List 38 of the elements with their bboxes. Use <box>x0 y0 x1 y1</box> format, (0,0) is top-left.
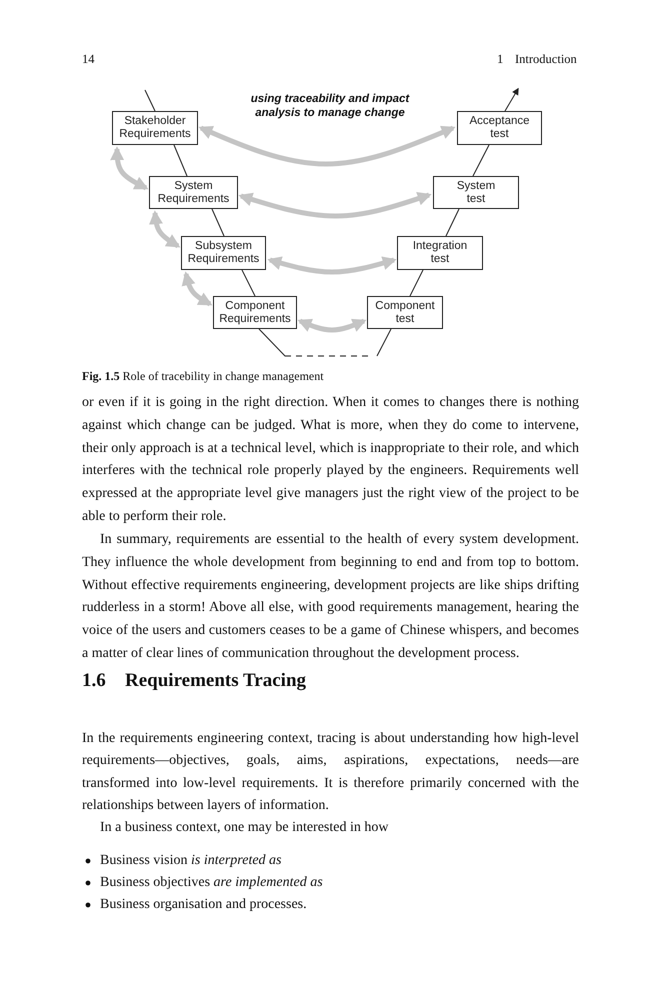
double-arrow <box>110 146 148 190</box>
test-box: Acceptance test <box>457 111 542 145</box>
paragraph: In summary, requirements are essential to the health of every system development. They influence the whole development from beginning to end and from top to bottom. Without effective requirements engineering, development projects are like ships drifting rudderless in a storm! Above all else, with good requirements management, hearing the voice of the users and customers ceases to be a game of Chinese whispers, and becomes a matter of clear lines of communication throughout the development process. <box>82 531 579 663</box>
paragraph: In the requirements engineering context, tracing is about understanding how high-level requirements—objectives, goals, aims, aspirations, expectations, needs—are transformed into low-level requirements. It is therefore primarily concerned with the relationships between layers of information. <box>82 730 579 815</box>
double-arrow <box>267 256 397 274</box>
arrow <box>504 88 519 112</box>
figure-caption: Fig. 1.5 Role of tracebility in change management <box>82 369 324 384</box>
connector-line <box>174 144 188 176</box>
annotation-text: using traceability and impact analysis to manage change <box>250 92 410 120</box>
double-arrow <box>198 126 456 166</box>
bullet-text: Business objectives are implemented as <box>100 874 323 892</box>
double-arrow <box>238 192 432 218</box>
connector-line <box>472 144 490 176</box>
connector-line <box>446 208 460 236</box>
test-box: Component test <box>367 296 443 329</box>
paragraph: or even if it is going in the right direction. When it comes to changes there is nothing against which change can be judged. What is more, when they do come to intervene, their only approach is at a technical level, which is inappropriate to their role, and which interferes with the technical role properly played by the engineers. Requirements well expressed at the appropriate level give managers just the right view of the project to be able to perform their role. <box>82 394 579 526</box>
double-arrow <box>149 210 180 248</box>
requirements-box: Subsystem Requirements <box>181 236 266 270</box>
section-heading: Requirements Tracing <box>125 670 306 692</box>
requirements-box: Stakeholder Requirements <box>112 111 198 145</box>
chapter-number: 1 <box>497 52 504 67</box>
requirements-box: System Requirements <box>149 176 238 209</box>
running-header: Introduction <box>515 52 577 67</box>
connector-line <box>410 270 424 296</box>
test-box: System test <box>433 176 519 209</box>
double-arrow <box>182 271 212 306</box>
double-arrow <box>297 318 367 332</box>
connector-line <box>242 270 256 296</box>
paragraph: In a business context, one may be interested in how <box>99 819 390 837</box>
section-number: 1.6 <box>82 670 106 692</box>
requirements-box: Component Requirements <box>213 296 297 329</box>
connector-line <box>212 208 224 236</box>
bullet-text: Business vision is interpreted as <box>100 852 282 870</box>
bullet-text: Business organisation and processes. <box>100 896 307 914</box>
connector-line <box>258 328 392 356</box>
test-box: Integration test <box>397 236 483 270</box>
page-number: 14 <box>82 52 94 67</box>
connector-line <box>144 90 156 112</box>
